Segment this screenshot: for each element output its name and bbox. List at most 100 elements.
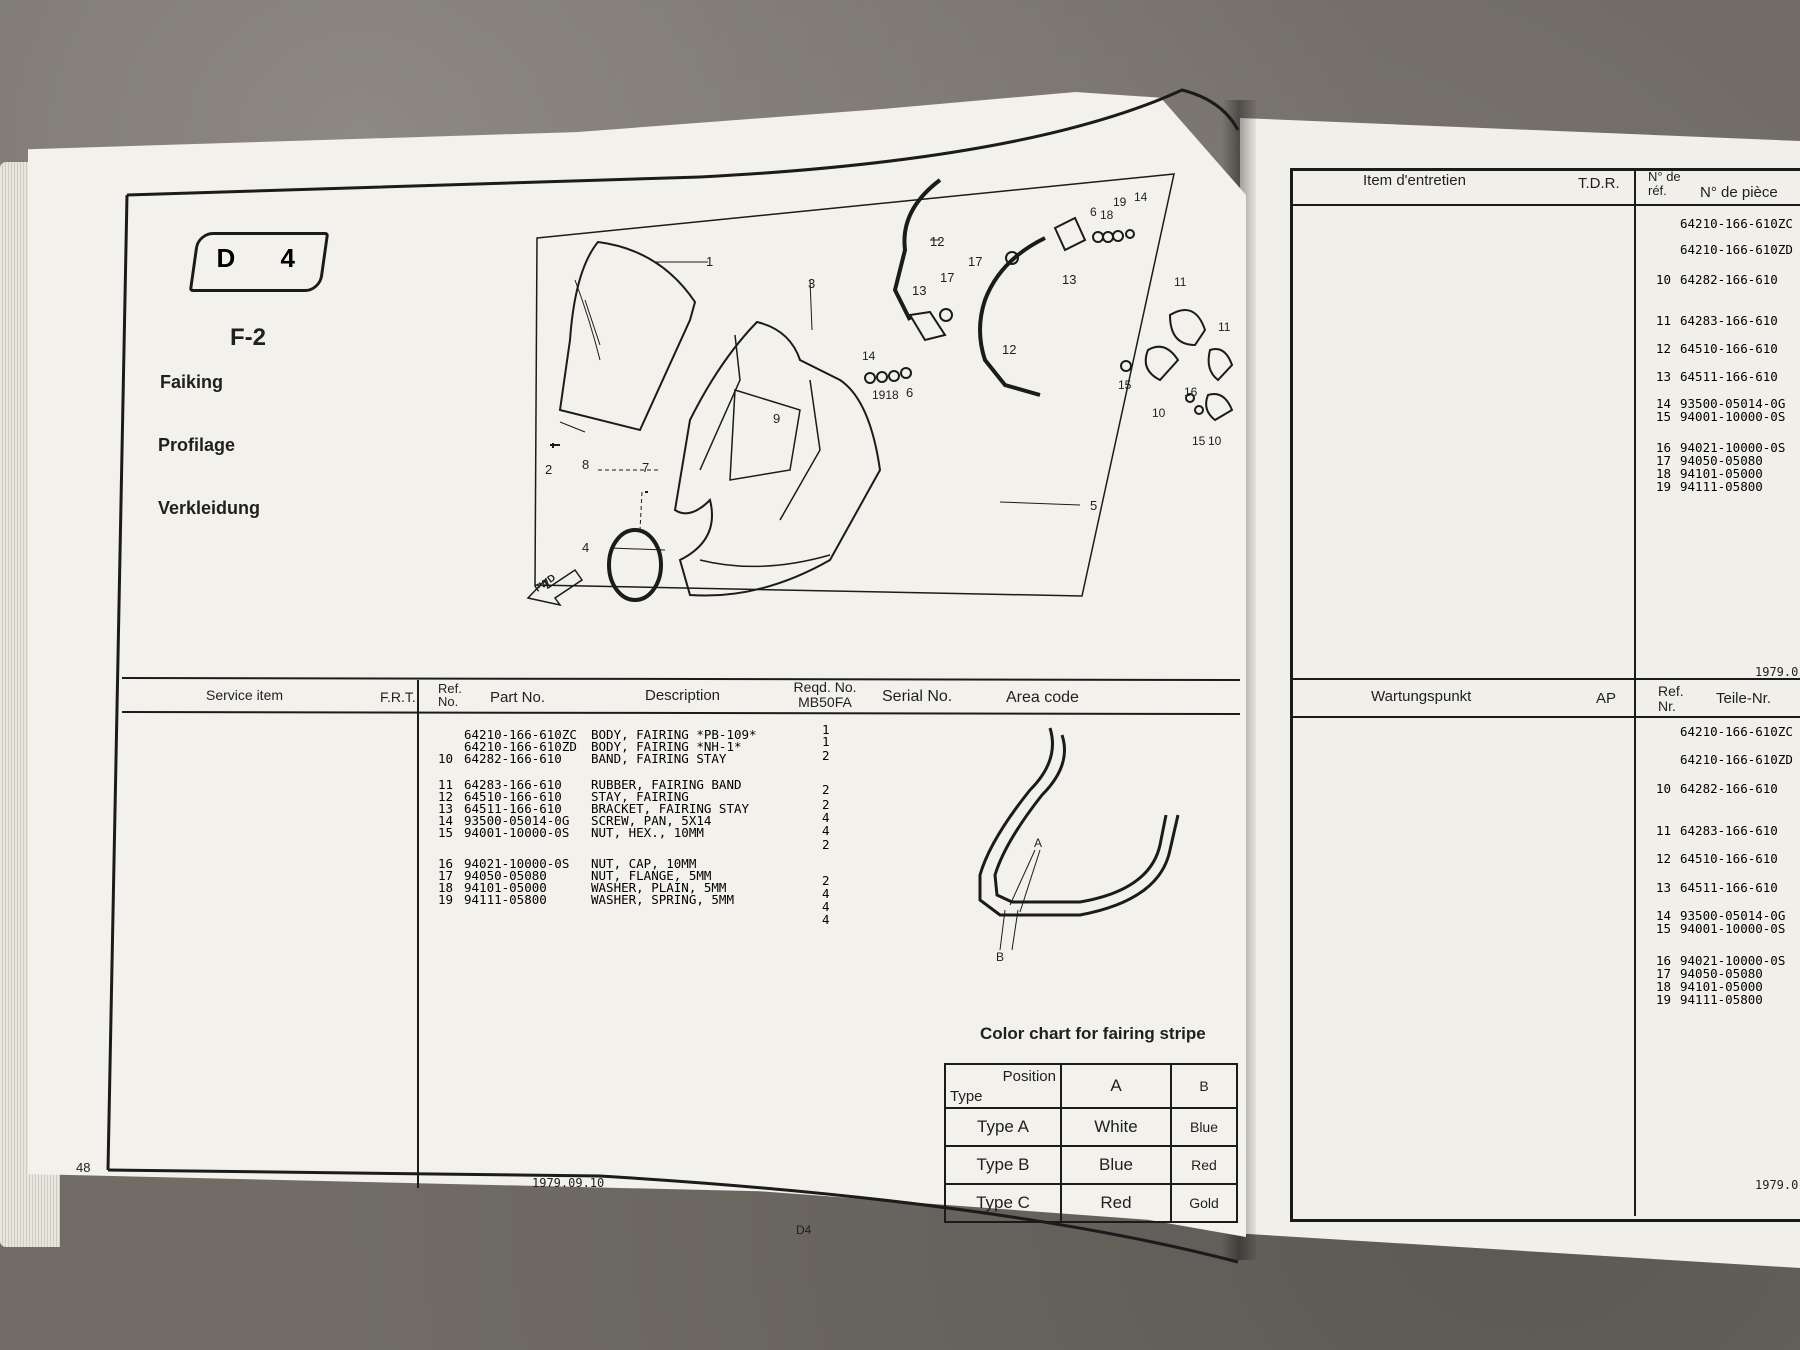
row-type-b: Type B xyxy=(944,1145,1062,1185)
right-parts-number: 94050-05080 xyxy=(1680,966,1763,981)
parts-description: NUT, HEX., 10MM xyxy=(591,825,704,840)
right-date-bottom: 1979.0 xyxy=(1755,1178,1799,1192)
title-french: Profilage xyxy=(158,435,236,455)
parts-quantity: 2 xyxy=(822,797,830,812)
page-number: 48 xyxy=(76,1160,91,1175)
parts-description: WASHER, PLAIN, 5MM xyxy=(591,880,727,895)
parts-ref: 13 xyxy=(438,801,454,816)
right-parts-ref: 17 xyxy=(1656,966,1672,981)
parts-quantity: 4 xyxy=(822,823,830,838)
right-parts-number: 94021-10000-0S xyxy=(1680,953,1786,968)
right-page xyxy=(1240,118,1800,1268)
right-parts-number: 64282-166-610 xyxy=(1680,781,1778,796)
callout-7: 7 xyxy=(642,460,650,475)
right-parts-ref: 15 xyxy=(1656,921,1672,936)
right-header-bottom-line xyxy=(1292,716,1800,718)
callout-12-b: 12 xyxy=(1002,342,1017,357)
callout-3: 3 xyxy=(808,276,816,291)
right-parts-number: 94101-05000 xyxy=(1680,979,1763,994)
right-header-ref: N° de réf. xyxy=(1648,169,1681,198)
right-header-piece: N° de pièce xyxy=(1700,184,1778,201)
right-parts-row: 64210-166-610ZD xyxy=(1656,752,1793,767)
parts-description: WASHER, SPRING, 5MM xyxy=(591,892,734,907)
parts-number: 94111-05800 xyxy=(464,892,547,907)
callout-11-b: 11 xyxy=(1218,320,1231,334)
parts-quantity: 2 xyxy=(822,782,830,797)
parts-description: RUBBER, FAIRING BAND xyxy=(591,777,742,792)
parts-quantity: 2 xyxy=(822,748,830,763)
parts-quantity: 2 xyxy=(822,837,830,852)
right-parts-number: 94021-10000-0S xyxy=(1680,440,1786,455)
parts-number: 94101-05000 xyxy=(464,880,547,895)
header-part-no: Part No. xyxy=(490,689,546,706)
color-chart-table: Position Type A B Type A White Blue Type… xyxy=(944,1063,1238,1223)
header-description: Description xyxy=(645,687,721,704)
header-reqd-no: Reqd. No. MB50FA xyxy=(793,679,857,710)
right-parts-ref: 10 xyxy=(1656,781,1672,796)
parts-number: 64210-166-610ZC xyxy=(464,727,577,742)
right-parts-ref: 13 xyxy=(1656,369,1672,384)
row-type-a-color-a: White xyxy=(1060,1107,1172,1147)
col-b-header: B xyxy=(1170,1063,1238,1109)
parts-quantity: 1 xyxy=(822,722,830,737)
parts-quantity: 1 xyxy=(822,734,830,749)
parts-ref: 12 xyxy=(438,789,454,804)
row-type-b-color-a: Blue xyxy=(1060,1145,1172,1185)
col-a-header: A xyxy=(1060,1063,1172,1109)
right-parts-number: 94111-05800 xyxy=(1680,479,1763,494)
title-german: Verkleidung xyxy=(158,498,261,518)
right-parts-ref: 12 xyxy=(1656,341,1672,356)
section-code: F-2 xyxy=(230,324,266,351)
right-parts-row: 17 94050-05080 xyxy=(1656,453,1763,468)
callout-8: 8 xyxy=(582,457,590,472)
parts-description: NUT, FLANGE, 5MM xyxy=(591,868,712,883)
badge-letter: D xyxy=(216,243,236,273)
right-parts-number: 94050-05080 xyxy=(1680,453,1763,468)
right-parts-row: 19 94111-05800 xyxy=(1656,992,1763,1007)
badge-number: 4 xyxy=(280,243,295,273)
callout-10-a: 10 xyxy=(1152,406,1166,420)
right-parts-number: 94111-05800 xyxy=(1680,992,1763,1007)
callout-14-b: 14 xyxy=(862,349,876,363)
row-type-c-color-a: Red xyxy=(1060,1183,1172,1223)
callout-5: 5 xyxy=(1090,498,1098,513)
right-parts-number: 64282-166-610 xyxy=(1680,272,1778,287)
header-area-code: Area code xyxy=(1006,689,1079,706)
parts-description: BODY, FAIRING *PB-109* xyxy=(591,727,757,742)
right-header-ap: AP xyxy=(1596,690,1617,707)
callout-4: 4 xyxy=(582,540,590,555)
right-parts-ref: 17 xyxy=(1656,453,1672,468)
right-parts-ref: 19 xyxy=(1656,992,1672,1007)
parts-ref: 17 xyxy=(438,868,454,883)
right-parts-ref: 10 xyxy=(1656,272,1672,287)
right-parts-number: 64510-166-610 xyxy=(1680,851,1778,866)
right-header-refnr: Ref. Nr. xyxy=(1658,683,1684,714)
callout-13-a: 13 xyxy=(912,283,927,298)
parts-quantity: 4 xyxy=(822,899,830,914)
right-page-frame xyxy=(1290,168,1800,1222)
right-parts-number: 93500-05014-0G xyxy=(1680,908,1786,923)
callout-6: 6 xyxy=(906,385,914,400)
right-header-wartung: Wartungspunkt xyxy=(1371,688,1472,705)
row-type-a: Type A xyxy=(944,1107,1062,1147)
right-parts-row: 64210-166-610ZD xyxy=(1656,242,1793,257)
right-header-teile: Teile-Nr. xyxy=(1716,690,1772,707)
parts-quantity: 4 xyxy=(822,886,830,901)
callout-14-a: 14 xyxy=(1134,190,1148,204)
right-parts-number: 64210-166-610ZC xyxy=(1680,724,1793,739)
parts-number: 64510-166-610 xyxy=(464,789,562,804)
parts-description: BAND, FAIRING STAY xyxy=(591,751,727,766)
right-parts-ref: 14 xyxy=(1656,396,1672,411)
